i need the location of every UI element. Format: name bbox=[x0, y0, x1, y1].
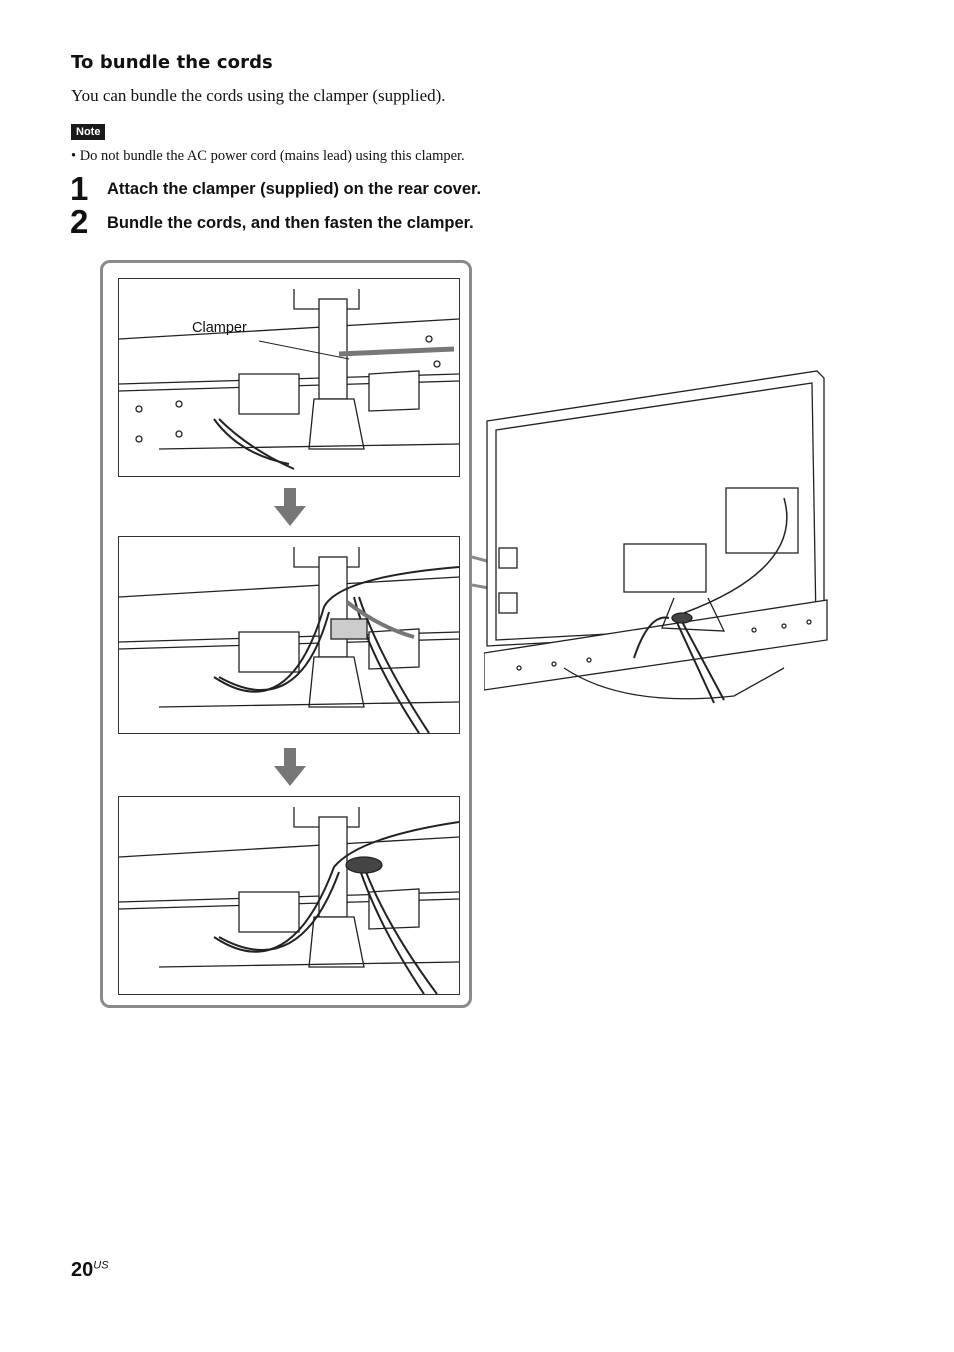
stand-detail-illustration bbox=[119, 547, 459, 733]
illustration-frame bbox=[100, 260, 472, 1008]
page-number: 20US bbox=[71, 1259, 109, 1282]
illustration-panel-fasten bbox=[118, 796, 460, 995]
section-title: To bundle the cords bbox=[71, 52, 273, 73]
illustration-panel-attach bbox=[118, 278, 460, 477]
intro-text: You can bundle the cords using the clamp… bbox=[71, 86, 446, 105]
illustration-panel-bundle bbox=[118, 536, 460, 734]
step-number-1: 1 bbox=[70, 170, 89, 207]
tv-rear-illustration bbox=[484, 370, 828, 704]
page-number-value: 20 bbox=[71, 1259, 94, 1281]
note-badge: Note bbox=[71, 124, 106, 140]
page-region: US bbox=[93, 1259, 109, 1272]
down-arrow-icon bbox=[274, 748, 306, 786]
down-arrow-icon bbox=[274, 488, 306, 526]
clamper-callout-label: Clamper bbox=[192, 320, 247, 336]
note-text: • Do not bundle the AC power cord (mains… bbox=[71, 148, 465, 164]
stand-detail-illustration bbox=[119, 807, 459, 994]
step-number-2: 2 bbox=[70, 203, 89, 240]
stand-detail-illustration bbox=[119, 289, 459, 470]
step-text-1: Attach the clamper (supplied) on the rea… bbox=[107, 180, 482, 198]
step-text-2: Bundle the cords, and then fasten the cl… bbox=[107, 214, 474, 232]
